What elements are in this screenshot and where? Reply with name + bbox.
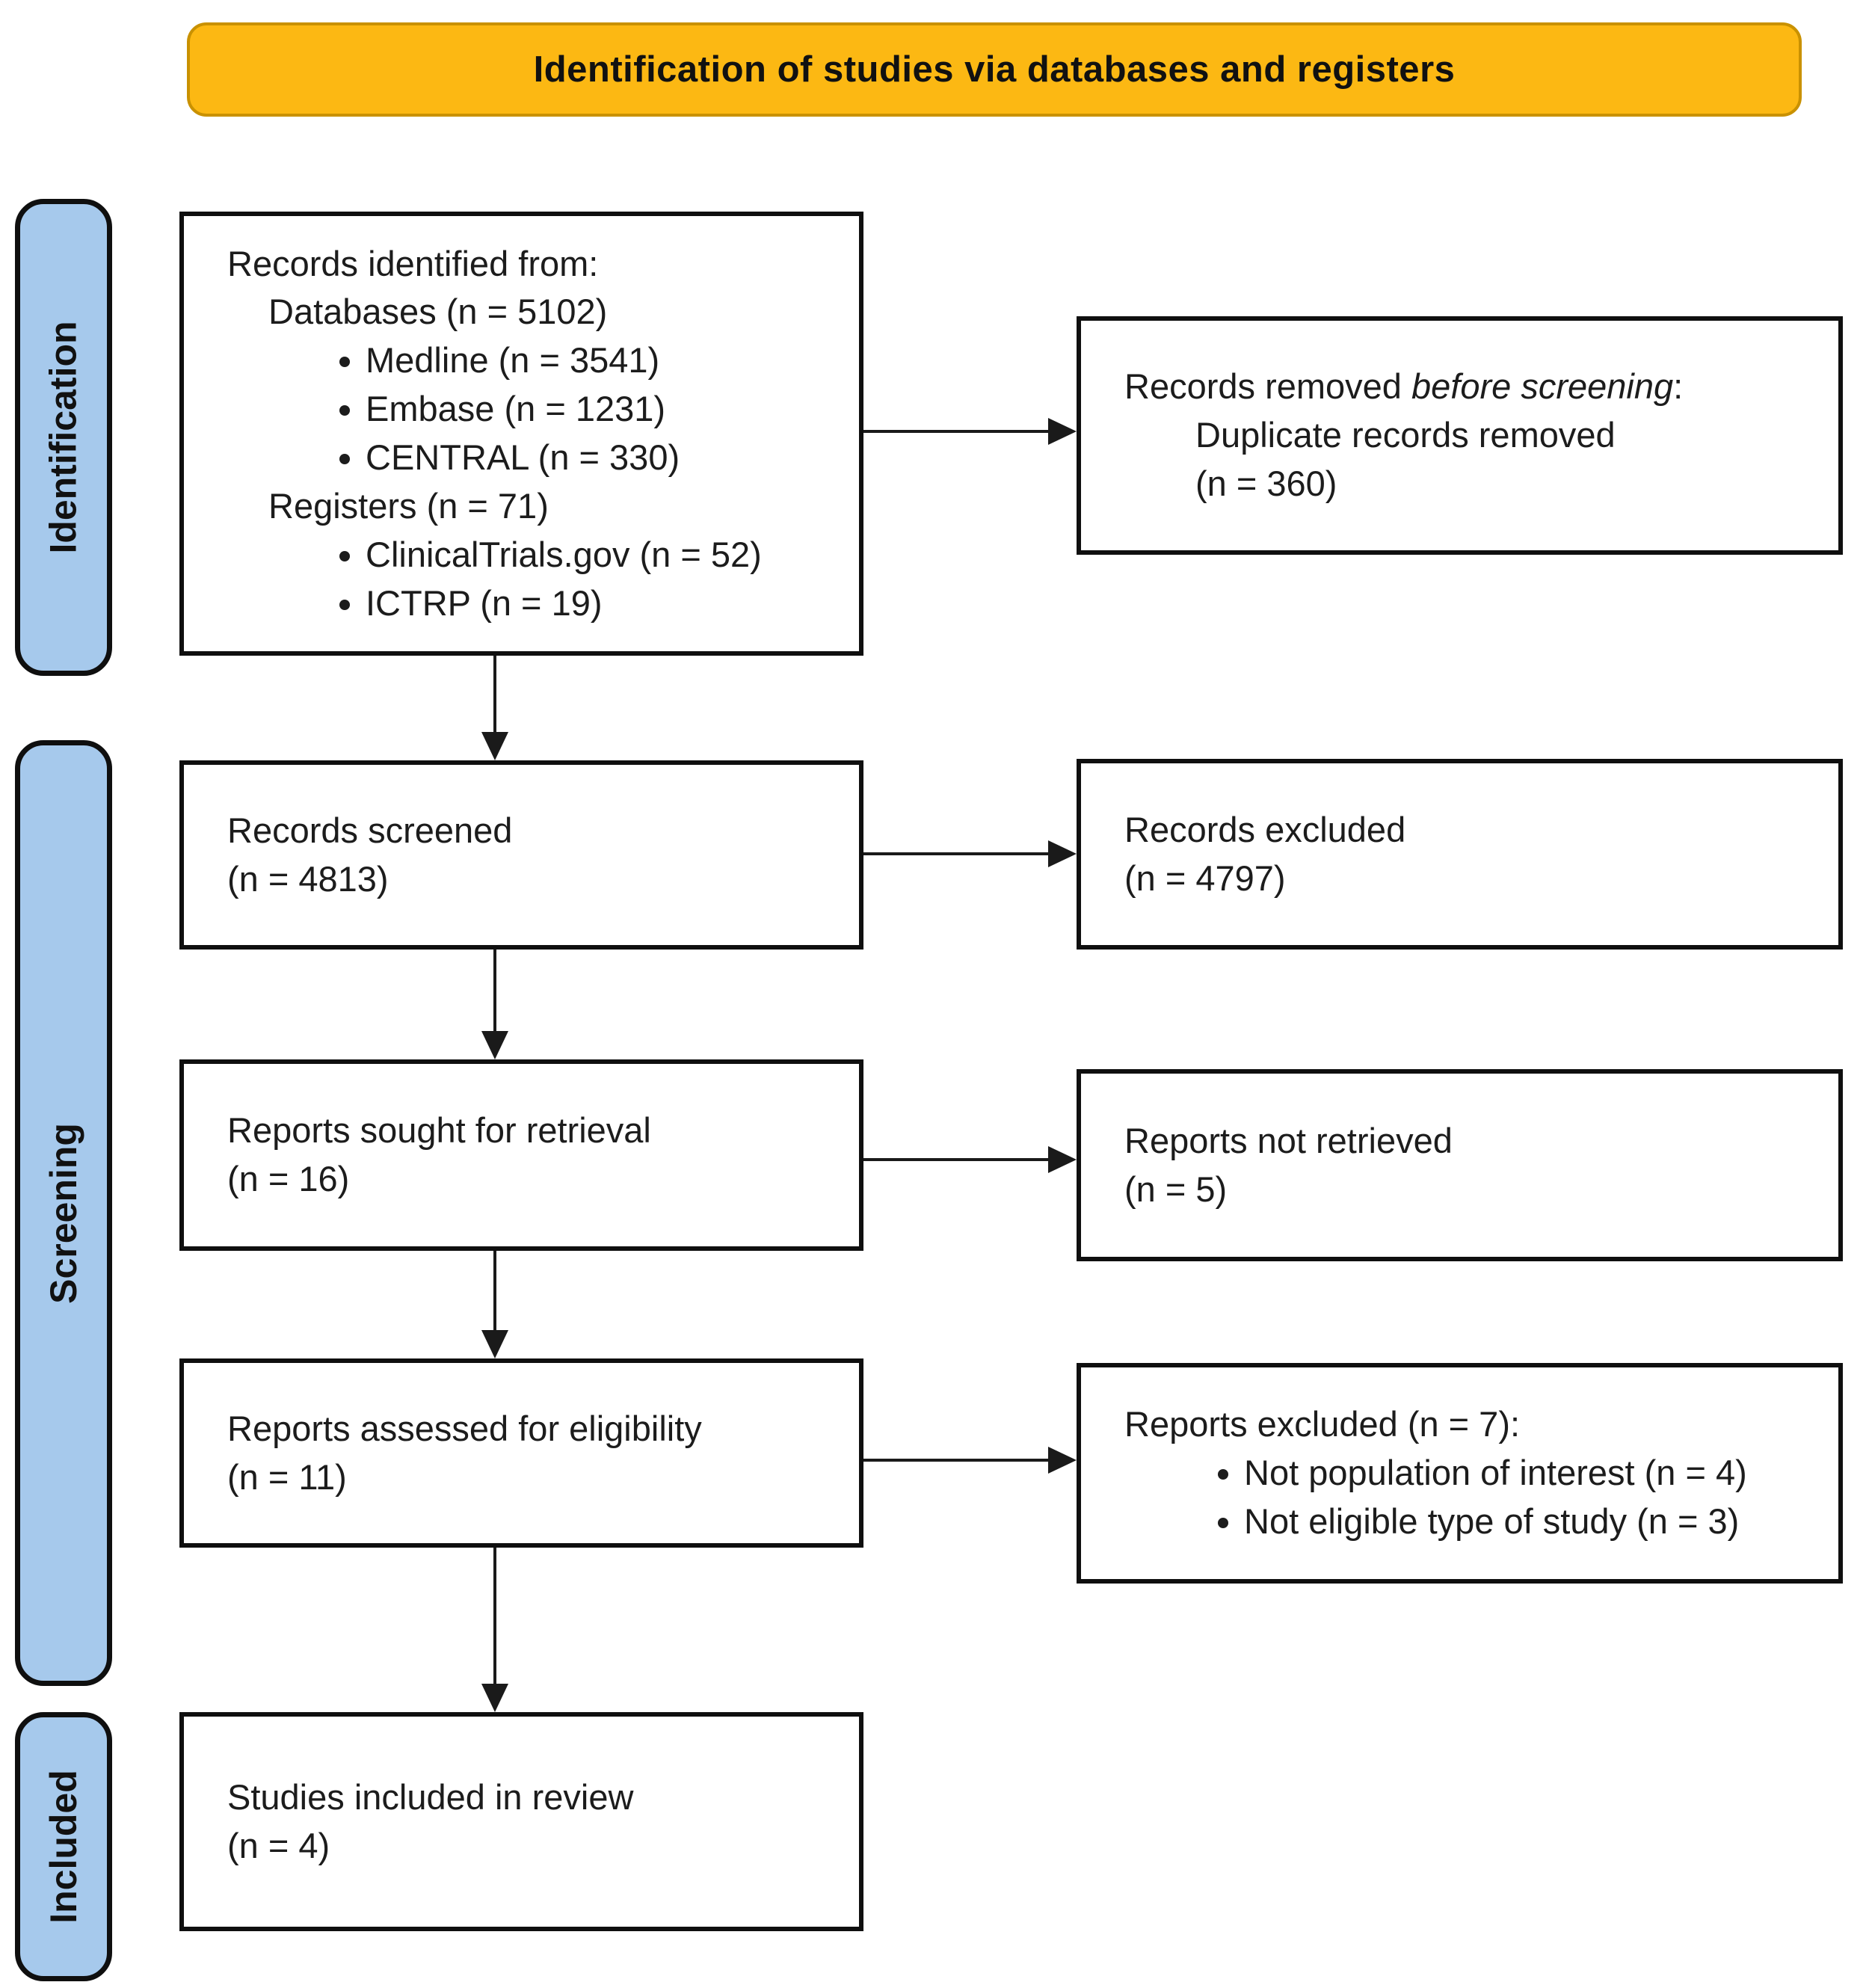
box-reports-sought: Reports sought for retrieval (n = 16) [179,1059,863,1251]
reports-excluded-list: Not population of interest (n = 4) Not e… [1124,1449,1808,1546]
title-banner: Identification of studies via databases … [187,22,1802,117]
records-removed-italic: before screening [1411,366,1674,407]
arrow-down-icon [481,1330,508,1358]
list-item: Not eligible type of study (n = 3) [1244,1498,1808,1546]
records-excluded-count: (n = 4797) [1124,858,1286,898]
stage-identification: Identification [15,199,112,676]
box-studies-included: Studies included in review (n = 4) [179,1712,863,1931]
records-removed-line1: Records removed before screening: [1124,363,1808,411]
records-removed-prefix: Records removed [1124,366,1411,407]
studies-included-label: Studies included in review [227,1776,634,1817]
arrow-down-icon [481,732,508,760]
stage-identification-label: Identification [43,321,85,554]
reports-excluded-title: Reports excluded (n = 7): [1124,1404,1521,1444]
arrow-sought-to-assessed-line [493,1251,496,1332]
arrow-down-icon [481,1684,508,1712]
box-reports-not-retrieved: Reports not retrieved (n = 5) [1077,1069,1843,1261]
list-item: ICTRP (n = 19) [366,579,829,628]
arrow-right-icon [1048,1146,1077,1173]
arrow-right-icon [1048,840,1077,867]
diagram-title: Identification of studies via databases … [533,49,1456,90]
records-screened-label: Records screened [227,810,513,850]
arrow-identified-to-screened-line [493,656,496,733]
arrow-assessed-to-reportsexcluded-line [863,1459,1050,1462]
arrow-screened-to-sought-line [493,950,496,1033]
registers-group-label: Registers (n = 71) [268,485,549,526]
box-records-removed: Records removed before screening: Duplic… [1077,316,1843,555]
records-identified-title: Records identified from: [227,243,599,283]
box-records-screened: Records screened (n = 4813) [179,760,863,950]
reports-not-retrieved-label: Reports not retrieved [1124,1120,1453,1160]
arrow-assessed-to-included-line [493,1548,496,1685]
list-item: Not population of interest (n = 4) [1244,1449,1808,1498]
box-reports-excluded: Reports excluded (n = 7): Not population… [1077,1363,1843,1584]
registers-list: ClinicalTrials.gov (n = 52) ICTRP (n = 1… [227,531,829,628]
stage-screening: Screening [15,740,112,1686]
list-item: Embase (n = 1231) [366,385,829,434]
records-excluded-label: Records excluded [1124,809,1406,849]
box-records-identified: Records identified from: Databases (n = … [179,212,863,656]
list-item: CENTRAL (n = 330) [366,434,829,482]
arrow-right-icon [1048,1447,1077,1474]
studies-included-count: (n = 4) [227,1825,330,1865]
box-reports-assessed: Reports assessed for eligibility (n = 11… [179,1358,863,1548]
records-removed-line2: Duplicate records removed [1195,415,1616,455]
records-removed-count: (n = 360) [1195,463,1337,503]
reports-not-retrieved-count: (n = 5) [1124,1169,1228,1209]
stage-included: Included [15,1712,112,1981]
stage-included-label: Included [43,1770,85,1924]
reports-assessed-label: Reports assessed for eligibility [227,1408,702,1448]
arrow-down-icon [481,1031,508,1059]
list-item: Medline (n = 3541) [366,336,829,385]
arrow-screened-to-excluded-line [863,852,1050,855]
stage-screening-label: Screening [43,1122,84,1304]
records-removed-suffix: : [1673,366,1684,407]
arrow-right-icon [1048,418,1077,445]
reports-assessed-count: (n = 11) [227,1456,347,1497]
reports-sought-count: (n = 16) [227,1159,350,1198]
databases-list: Medline (n = 3541) Embase (n = 1231) CEN… [227,336,829,482]
list-item: ClinicalTrials.gov (n = 52) [366,531,829,579]
records-screened-count: (n = 4813) [227,858,389,899]
databases-group-label: Databases (n = 5102) [268,292,608,332]
arrow-sought-to-notretrieved-line [863,1158,1050,1161]
box-records-excluded: Records excluded (n = 4797) [1077,759,1843,950]
reports-sought-label: Reports sought for retrieval [227,1110,651,1151]
arrow-identified-to-removed-line [863,430,1050,433]
